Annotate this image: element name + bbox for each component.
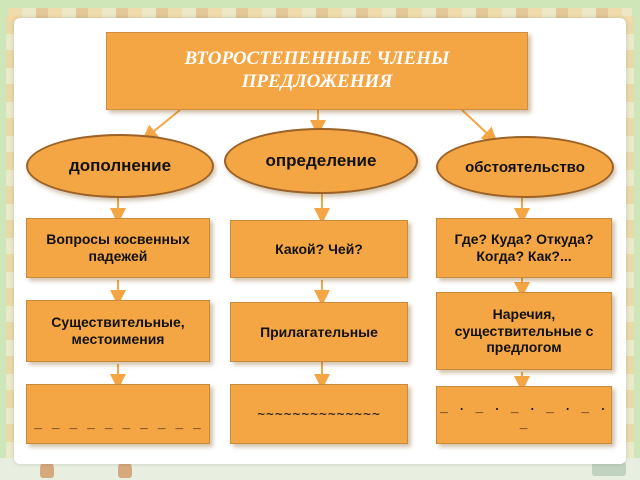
oval-dopolnenie: дополнение <box>26 134 214 198</box>
leaf-icon <box>118 460 132 478</box>
underline-box-opredelenie: ~~~~~~~~~~~~~~ <box>230 384 408 444</box>
oval-opredelenie: определение <box>224 128 418 194</box>
arrow-title-to-obstoyatelstvo <box>461 109 498 144</box>
oval-dopolnenie-label: дополнение <box>68 156 172 175</box>
parts-box-obstoyatelstvo: Наречия, существительные с предлогом <box>436 292 612 370</box>
diagram-title: ВТОРОСТЕПЕННЫЕ ЧЛЕНЫ ПРЕДЛОЖЕНИЯ <box>106 32 528 110</box>
question-box-opredelenie: Какой? Чей? <box>230 220 408 278</box>
parts-line-3: предлогом <box>486 339 562 356</box>
question-box-dopolnenie: Вопросы косвенных падежей <box>26 218 210 278</box>
question-box-obstoyatelstvo: Где? Куда? Откуда? Когда? Как?... <box>436 218 612 278</box>
oval-opredelenie-label: определение <box>265 151 377 170</box>
wavy-underline-symbol: ~~~~~~~~~~~~~~ <box>257 407 381 422</box>
corner-logo-icon <box>592 462 626 476</box>
dashed-underline-symbol: _ _ _ _ _ _ _ _ _ _ <box>34 415 202 431</box>
oval-obstoyatelstvo-label: обстоятельство <box>465 158 585 176</box>
parts-line-1: Прилагательные <box>260 323 378 340</box>
arrow-title-to-dopolnenie <box>141 109 181 142</box>
title-line-2: ПРЕДЛОЖЕНИЯ <box>241 71 393 92</box>
parts-line-1: Наречия, <box>492 305 556 322</box>
question-line-1: Вопросы косвенных <box>46 231 190 248</box>
underline-box-obstoyatelstvo: _ . _ . _ . _ . _ . _ <box>436 386 612 444</box>
leaf-icon <box>40 460 54 478</box>
oval-obstoyatelstvo: обстоятельство <box>436 136 614 198</box>
question-line-1: Какой? Чей? <box>275 240 363 257</box>
dash-dot-underline-symbol: _ . _ . _ . _ . _ . _ <box>440 399 608 430</box>
question-line-2: падежей <box>88 248 148 264</box>
underline-box-dopolnenie: _ _ _ _ _ _ _ _ _ _ <box>26 384 210 444</box>
parts-line-2: местоимения <box>71 331 165 347</box>
parts-box-dopolnenie: Существительные, местоимения <box>26 300 210 362</box>
question-line-1: Где? Куда? Откуда? <box>454 231 594 248</box>
title-line-1: ВТОРОСТЕПЕННЫЕ ЧЛЕНЫ <box>184 48 450 70</box>
parts-line-1: Существительные, <box>51 314 185 331</box>
parts-box-opredelenie: Прилагательные <box>230 302 408 362</box>
parts-line-2: существительные с <box>454 322 594 339</box>
question-line-2: Когда? Как?... <box>476 248 572 264</box>
